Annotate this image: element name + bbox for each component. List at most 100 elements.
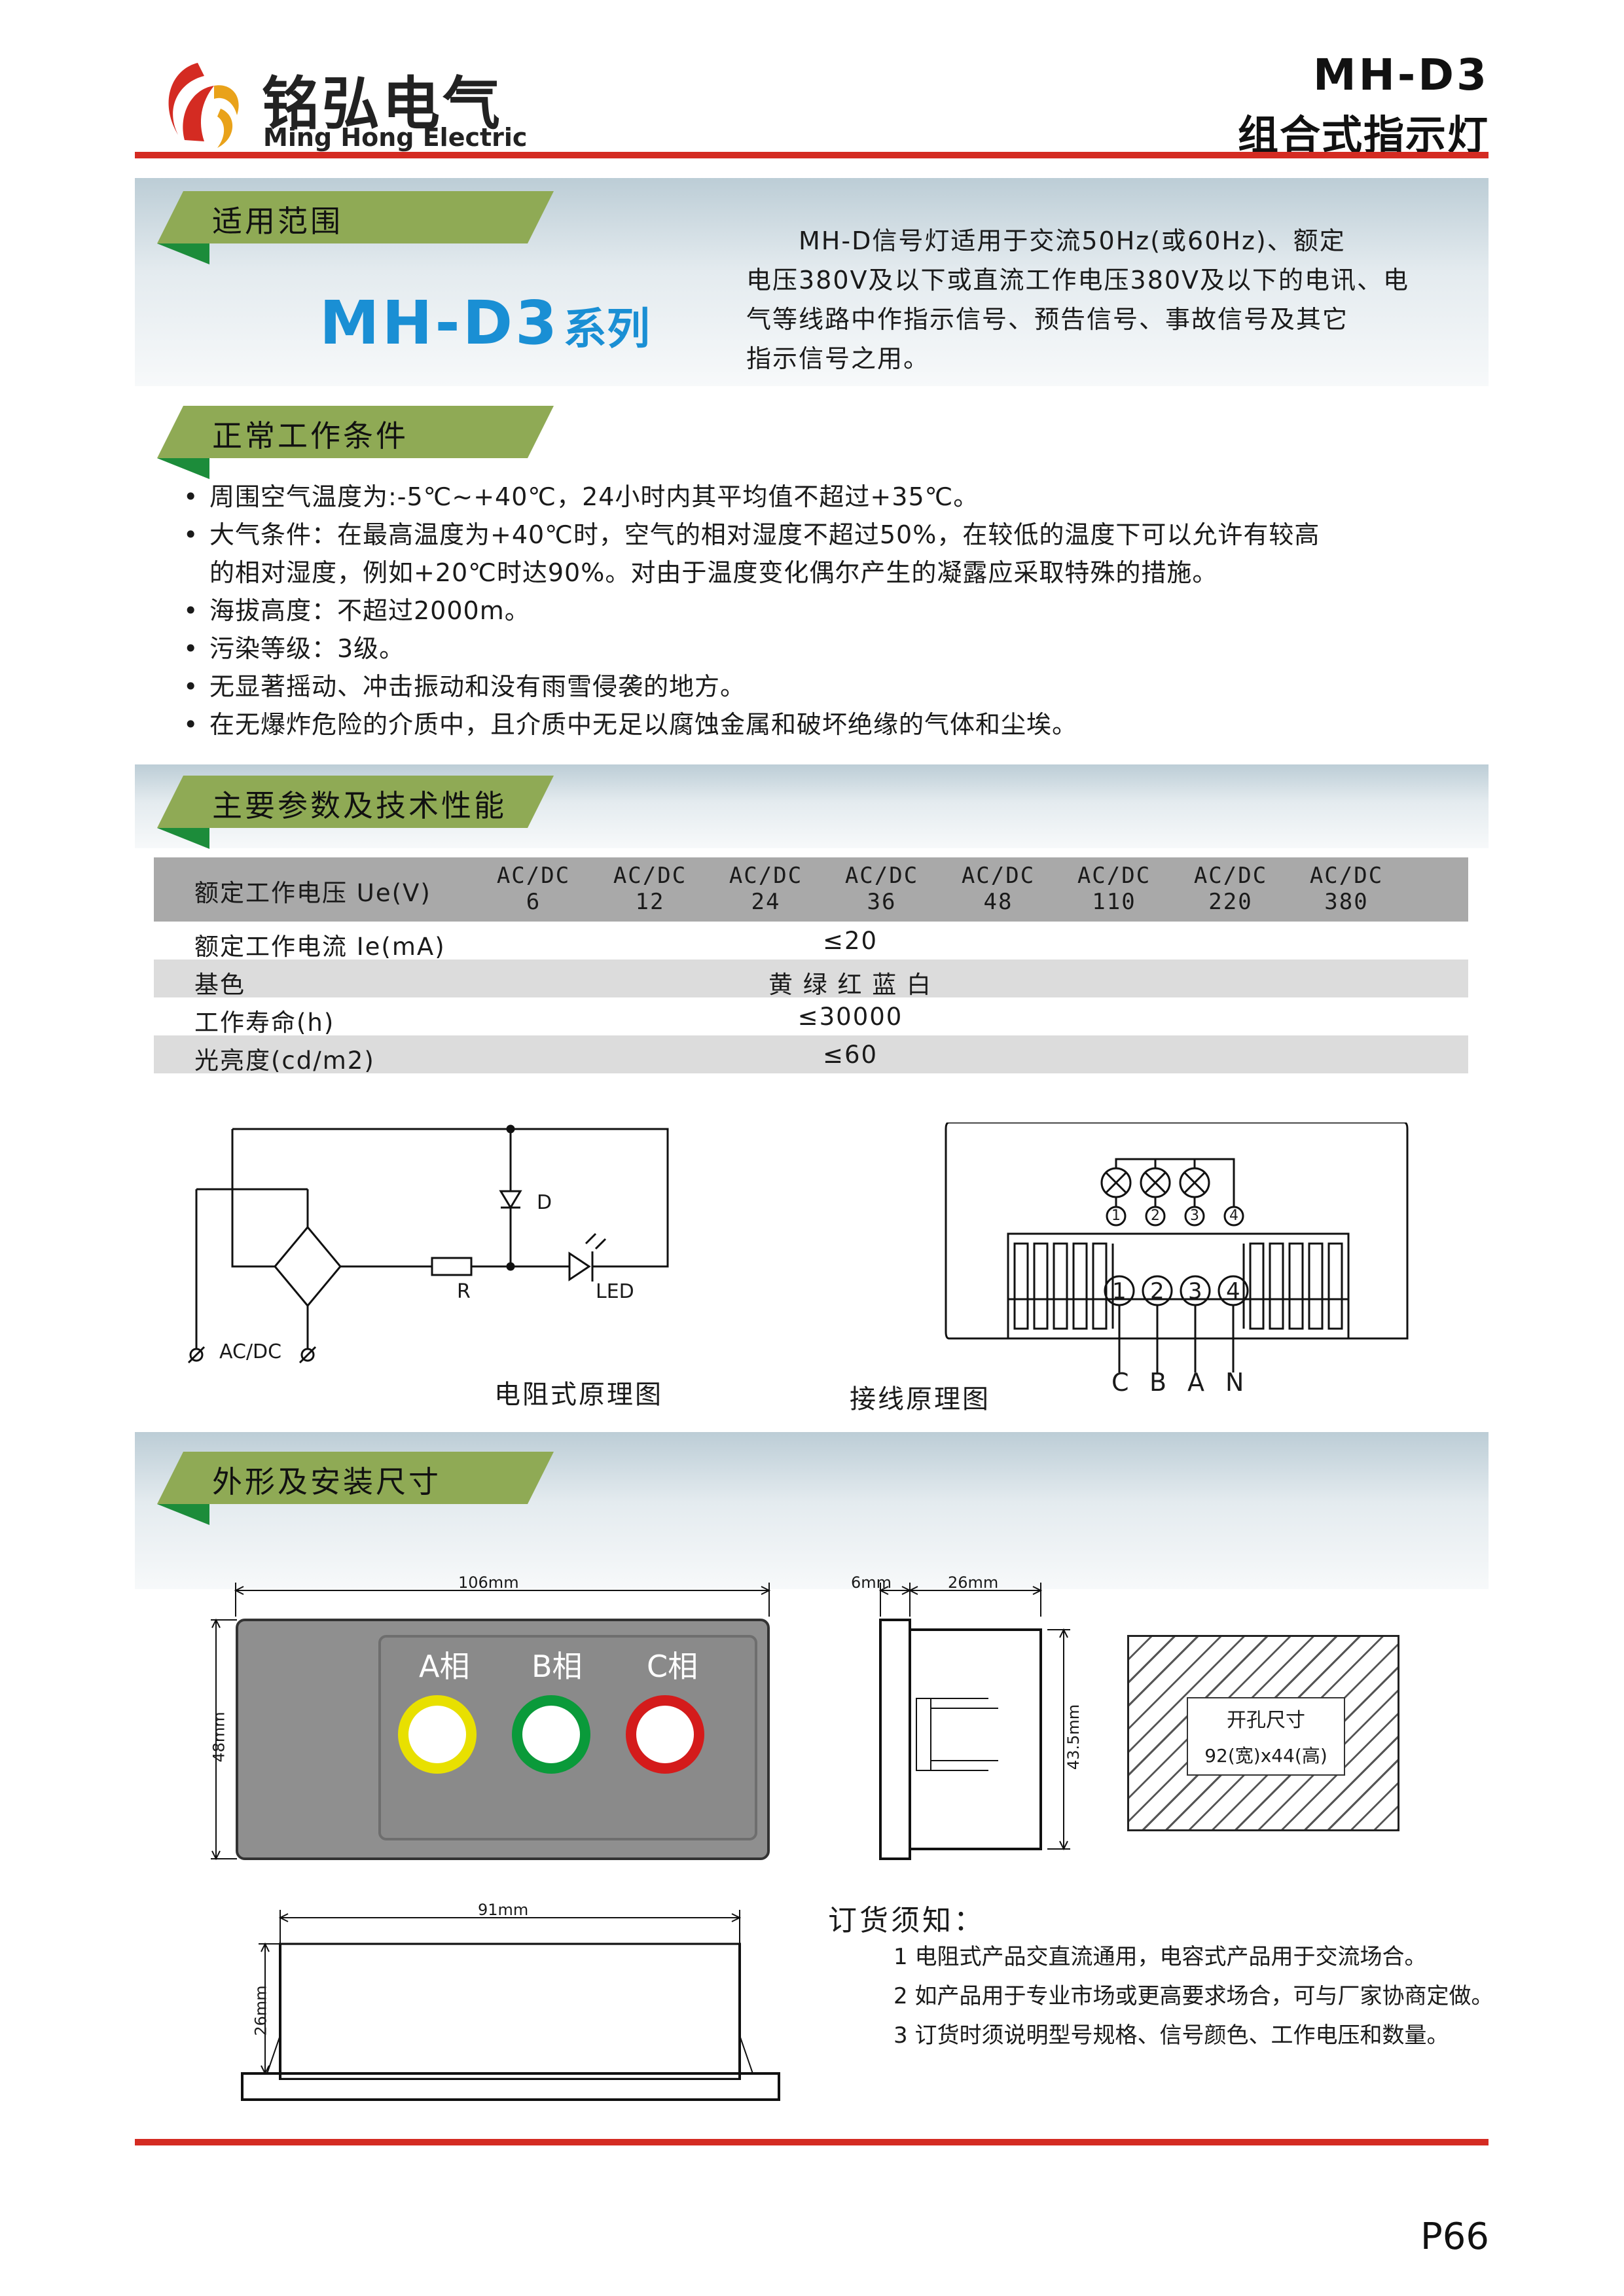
series-suffix: 系列 <box>563 304 650 354</box>
bottom-height-label: 26mm <box>251 1985 270 2036</box>
conditions-list: 周围空气温度为:-5℃~+40℃，24小时内其平均值不超过+35℃。 大气条件：… <box>183 478 1486 744</box>
terminal-letter: N <box>1225 1368 1244 1397</box>
label-r: R <box>457 1280 471 1303</box>
dimensions-tag: 外形及安装尺寸 <box>157 1452 554 1525</box>
voltage-prefix: AC/DC <box>844 863 919 889</box>
phase-label-b: B相 <box>532 1649 583 1684</box>
voltage-value: 220 <box>1208 889 1253 915</box>
scope-desc-line: MH-D信号灯适用于交流50Hz(或60Hz)、额定 <box>746 226 1346 255</box>
terminal-letter: C <box>1111 1368 1129 1397</box>
param-value: ≤60 <box>822 1041 878 1069</box>
brand-name-en: Ming Hong Electric <box>263 123 528 152</box>
voltage-prefix: AC/DC <box>613 863 687 889</box>
param-row: 光亮度(cd/m2) ≤60 <box>154 1035 1468 1075</box>
condition-item: 大气条件：在最高温度为+40℃时，空气的相对湿度不超过50%，在较低的温度下可以… <box>183 516 1486 554</box>
terminal-number: 3 <box>1188 1278 1202 1304</box>
voltage-value: 6 <box>526 889 541 915</box>
label-acdc: AC/DC <box>219 1340 282 1363</box>
side-width-label: 26mm <box>948 1573 999 1592</box>
scope-desc-line: 气等线路中作指示信号、预告信号、事故信号及其它 <box>746 305 1349 334</box>
voltage-prefix: AC/DC <box>496 863 571 889</box>
lamp-number: 4 <box>1229 1208 1238 1224</box>
param-row: 额定工作电流 Ie(mA) ≤20 <box>154 922 1468 961</box>
voltage-label: 额定工作电压 Ue(V) <box>194 879 431 907</box>
ordering-item: 1 电阻式产品交直流通用，电容式产品用于交流场合。 <box>893 1944 1427 1970</box>
voltage-prefix: AC/DC <box>1193 863 1268 889</box>
param-label: 光亮度(cd/m2) <box>194 1047 375 1075</box>
param-label: 基色 <box>194 971 245 999</box>
condition-item-continued: 的相对湿度，例如+20℃时达90%。对由于温度变化偶尔产生的凝露应采取特殊的措施… <box>209 558 1218 587</box>
param-value: ≤30000 <box>797 1003 903 1031</box>
green-lamp <box>512 1695 590 1774</box>
front-view-drawing: 106mm 48mm A相 B相 C相 <box>196 1573 785 1872</box>
scope-desc-line: 电压380V及以下或直流工作电压380V及以下的电讯、电 <box>746 266 1410 295</box>
param-value: ≤20 <box>822 927 878 955</box>
header-product: 组合式指示灯 <box>1237 111 1489 159</box>
side-top-label: 6mm <box>851 1573 892 1592</box>
resistive-diagram-caption: 电阻式原理图 <box>494 1380 663 1410</box>
voltage-value: 36 <box>867 889 897 915</box>
front-width-label: 106mm <box>458 1573 519 1592</box>
red-lamp <box>626 1695 704 1774</box>
front-height-label: 48mm <box>209 1712 228 1763</box>
param-label: 工作寿命(h) <box>194 1009 335 1037</box>
condition-item: 海拔高度：不超过2000m。 <box>183 592 1486 630</box>
phase-label-c: C相 <box>647 1649 698 1684</box>
header-rule <box>135 152 1489 158</box>
brand-name-cn: 铭弘电气 <box>262 70 503 137</box>
voltage-value: 110 <box>1092 889 1136 915</box>
cutout-size: 92(宽)x44(高) <box>1204 1745 1327 1767</box>
yellow-lamp <box>398 1695 477 1774</box>
voltage-value: 24 <box>751 889 781 915</box>
phase-label-a: A相 <box>419 1649 470 1684</box>
scope-desc-line: 指示信号之用。 <box>746 344 930 373</box>
param-label: 额定工作电流 Ie(mA) <box>194 933 446 961</box>
ordering-item: 2 如产品用于专业市场或更高要求场合，可与厂家协商定做。 <box>893 1983 1494 2009</box>
lamp-number: 2 <box>1151 1208 1160 1224</box>
page-number: P66 <box>1420 2215 1489 2258</box>
dimensions-tag-label: 外形及安装尺寸 <box>212 1464 441 1499</box>
ordering-notes: 1 电阻式产品交直流通用，电容式产品用于交流场合。 2 如产品用于专业市场或更高… <box>893 1937 1493 2055</box>
voltage-value: 380 <box>1324 889 1369 915</box>
voltage-prefix: AC/DC <box>961 863 1036 889</box>
side-height-label: 43.5mm <box>1064 1704 1083 1770</box>
scope-tag: 适用范围 <box>157 191 554 264</box>
voltage-prefix: AC/DC <box>1077 863 1151 889</box>
voltage-value: 12 <box>635 889 665 915</box>
scope-tag-label: 适用范围 <box>212 204 343 239</box>
scope-description: MH-D信号灯适用于交流50Hz(或60Hz)、额定 电压380V及以下或直流工… <box>746 221 1409 378</box>
ordering-title: 订货须知： <box>828 1904 985 1937</box>
terminal-number: 2 <box>1150 1278 1164 1304</box>
ordering-item: 3 订货时须说明型号规格、信号颜色、工作电压和数量。 <box>893 2022 1449 2049</box>
series-title: MH-D3 系列 <box>319 288 650 358</box>
param-row: 工作寿命(h) ≤30000 <box>154 997 1468 1037</box>
cutout-label-box: 开孔尺寸 92(宽)x44(高) <box>1187 1697 1345 1776</box>
resistive-circuit-diagram: D R LED AC/DC <box>170 1113 694 1374</box>
conditions-tag-label: 正常工作条件 <box>212 418 408 454</box>
voltage-value: 48 <box>983 889 1013 915</box>
lamp-number: 1 <box>1111 1208 1121 1224</box>
voltage-prefix: AC/DC <box>729 863 803 889</box>
cutout-drawing: 开孔尺寸 92(宽)x44(高) <box>1127 1635 1399 1831</box>
param-row: 基色 黄 绿 红 蓝 白 <box>154 960 1468 999</box>
label-d: D <box>537 1191 552 1214</box>
terminal-letter: A <box>1187 1368 1204 1397</box>
wiring-diagram-caption: 接线原理图 <box>850 1384 990 1414</box>
terminal-letter: B <box>1149 1368 1167 1397</box>
cutout-title: 开孔尺寸 <box>1227 1709 1305 1732</box>
params-tag: 主要参数及技术性能 <box>157 776 554 849</box>
series-model: MH-D3 <box>319 288 560 358</box>
bottom-width-label: 91mm <box>478 1901 529 1919</box>
condition-item: 周围空气温度为:-5℃~+40℃，24小时内其平均值不超过+35℃。 <box>183 478 1486 516</box>
param-value: 黄 绿 红 蓝 白 <box>768 971 933 999</box>
wiring-diagram: 1 2 3 4 1 2 3 4 C B A N <box>943 1121 1414 1397</box>
